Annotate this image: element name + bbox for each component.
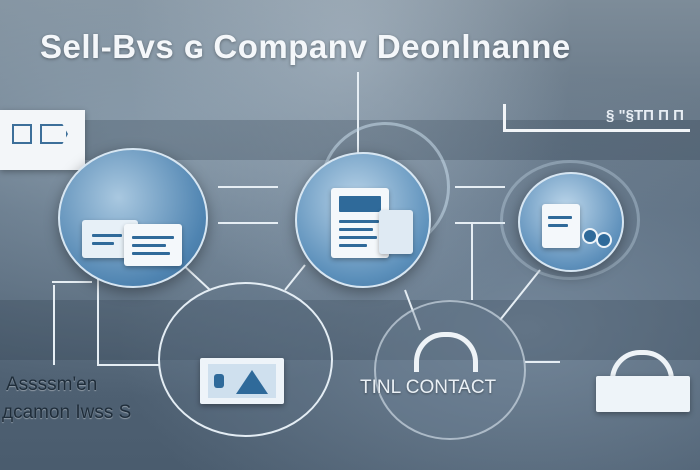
lock-card-icon (596, 376, 690, 412)
connector-line (284, 264, 306, 291)
connector-line (499, 269, 541, 321)
arrow-tag-shape (40, 124, 68, 144)
banner-text: § "§TΠ Π Π (606, 107, 684, 124)
lock-icon (414, 332, 478, 372)
image-card-icon (200, 358, 284, 404)
folder-card (542, 204, 580, 248)
page-title: Sell-Bvs ɢ Companv Deonlnanne (40, 28, 571, 65)
document-page-back (379, 210, 413, 254)
square-shape (12, 124, 32, 144)
top-right-banner: § "§TΠ Π Π (503, 104, 690, 132)
link-node-icon (596, 232, 612, 248)
window-icon (0, 110, 85, 170)
folder-link-icon (518, 172, 624, 272)
contact-label: TINL CONTACT (360, 377, 497, 398)
document-icon (295, 152, 431, 288)
document-card (124, 224, 182, 266)
connector-line (97, 240, 160, 366)
orbit-ring (500, 160, 640, 280)
common-issues-label: дcamon Iwss S (2, 402, 132, 423)
lock-shackle-icon (610, 350, 674, 386)
background-band (0, 300, 700, 360)
lock-bubble (374, 300, 526, 440)
image-card-bubble (158, 282, 333, 437)
assessment-label: Assssm'en (6, 374, 98, 395)
document-stack-icon (58, 148, 208, 288)
